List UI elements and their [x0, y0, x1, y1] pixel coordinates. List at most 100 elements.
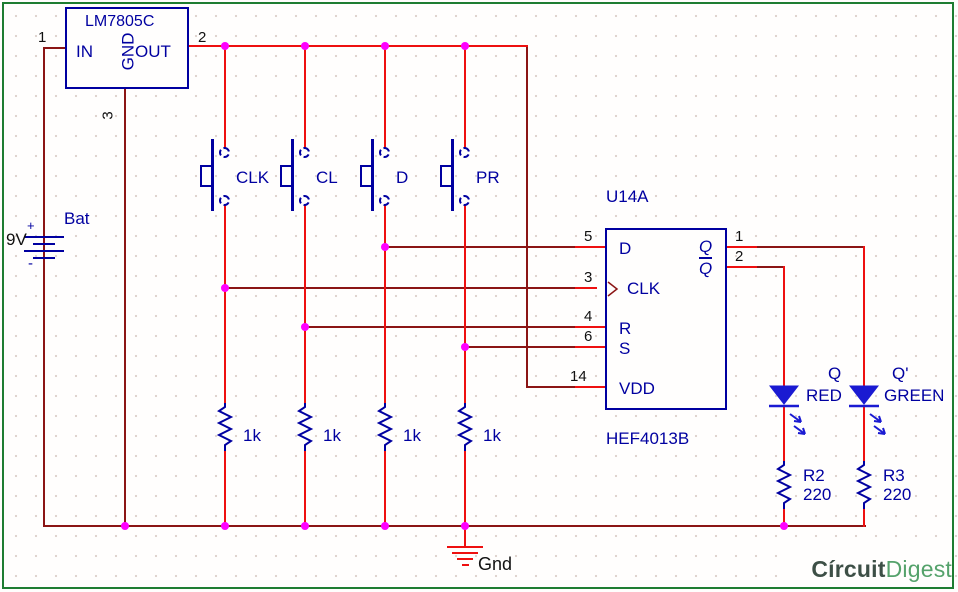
- chip-pin-number-1: 1: [735, 228, 744, 245]
- resistor-symbol: [775, 461, 793, 509]
- button-terminal: [219, 195, 230, 206]
- chip-pin-number-6: 6: [584, 328, 593, 345]
- button-terminal: [299, 147, 310, 158]
- resistor-symbol: [376, 403, 394, 451]
- button-terminal: [379, 147, 390, 158]
- circuitdigest-logo[interactable]: CírcuitDigest: [794, 552, 952, 586]
- regulator-pin-number-2: 2: [198, 29, 207, 46]
- chip-part-number: HEF4013B: [606, 429, 690, 448]
- wire: [43, 47, 45, 527]
- wire: [304, 449, 306, 527]
- wire: [575, 386, 605, 388]
- wire: [783, 506, 785, 527]
- regulator-name: LM7805C: [85, 13, 155, 30]
- chip-reference: U14A: [606, 187, 649, 206]
- wire: [464, 527, 466, 547]
- chip-pin-number-5: 5: [584, 228, 593, 245]
- ground-line: [457, 558, 473, 560]
- wire: [783, 406, 785, 464]
- wire: [526, 386, 605, 388]
- chip-pin-number-14: 14: [570, 368, 587, 385]
- wire: [575, 346, 605, 348]
- led-signal-label: Q: [828, 364, 842, 383]
- resistor-value: 220: [803, 485, 832, 504]
- battery-plate: [24, 250, 64, 252]
- resistor-symbol: [216, 403, 234, 451]
- chip-pin-label-r: R: [619, 319, 632, 338]
- junction-dot: [221, 522, 229, 530]
- junction-dot: [301, 42, 309, 50]
- wire: [727, 246, 757, 248]
- clock-input-wedge: [607, 281, 619, 297]
- wire: [575, 246, 605, 248]
- button-label: PR: [476, 168, 500, 187]
- junction-dot: [221, 284, 229, 292]
- wire: [727, 266, 757, 268]
- button-bar: [451, 139, 454, 211]
- button-actuator: [440, 165, 451, 187]
- led-symbol: [848, 385, 880, 408]
- resistor-symbol: [296, 403, 314, 451]
- regulator-pin-number-1: 1: [38, 29, 47, 46]
- wire: [304, 45, 306, 149]
- resistor-value: 1k: [243, 426, 261, 445]
- wire: [304, 205, 306, 405]
- button-terminal: [299, 195, 310, 206]
- resistor-symbol: [456, 403, 474, 451]
- wire: [863, 506, 865, 527]
- battery-plate: [33, 257, 55, 259]
- regulator-pin-number-3: 3: [99, 111, 117, 120]
- junction-dot: [301, 522, 309, 530]
- ground-label: Gnd: [478, 554, 513, 574]
- led-symbol: [768, 385, 800, 408]
- resistor-reference: R2: [803, 466, 825, 485]
- regulator-pin-in-label: IN: [76, 42, 93, 61]
- wire: [224, 205, 226, 405]
- led-signal-label: Q': [892, 364, 909, 383]
- chip-pin-label-vdd: VDD: [619, 379, 655, 398]
- wire: [575, 326, 605, 328]
- ground-line: [462, 564, 469, 566]
- wire: [224, 45, 226, 149]
- regulator-pin-gnd-label: GND: [118, 32, 138, 71]
- junction-dot: [381, 243, 389, 251]
- wire: [863, 406, 865, 464]
- chip-pin-label-clk: CLK: [627, 279, 661, 298]
- wire: [783, 266, 785, 386]
- junction-dot: [381, 522, 389, 530]
- button-label: CLK: [236, 168, 270, 187]
- button-terminal: [459, 195, 470, 206]
- regulator-pin-out-label: OUT: [135, 42, 171, 61]
- button-actuator: [280, 165, 291, 187]
- wire: [526, 45, 528, 388]
- battery-plate: [24, 236, 64, 238]
- resistor-value: 1k: [403, 426, 421, 445]
- resistor-value: 220: [883, 485, 912, 504]
- chip-pin-number-4: 4: [584, 308, 593, 325]
- junction-dot: [381, 42, 389, 50]
- battery-voltage: 9V: [6, 230, 27, 249]
- wire: [305, 326, 605, 328]
- battery-minus-sign: -: [28, 255, 33, 272]
- junction-dot: [461, 42, 469, 50]
- wire: [225, 287, 597, 289]
- button-actuator: [360, 165, 371, 187]
- wire: [224, 449, 226, 527]
- junction-dot: [221, 42, 229, 50]
- button-terminal: [459, 147, 470, 158]
- button-bar: [371, 139, 374, 211]
- wire: [384, 45, 386, 149]
- chip-pin-label-d: D: [619, 239, 632, 258]
- led-light-arrows: [869, 413, 886, 435]
- wire: [124, 87, 126, 527]
- junction-dot: [301, 323, 309, 331]
- resistor-value: 1k: [323, 426, 341, 445]
- wire: [187, 45, 528, 47]
- wire: [384, 205, 386, 405]
- led-light-arrows: [789, 413, 806, 435]
- button-terminal: [379, 195, 390, 206]
- battery-label: Bat: [64, 209, 90, 228]
- wire: [575, 287, 597, 289]
- resistor-value: 1k: [483, 426, 501, 445]
